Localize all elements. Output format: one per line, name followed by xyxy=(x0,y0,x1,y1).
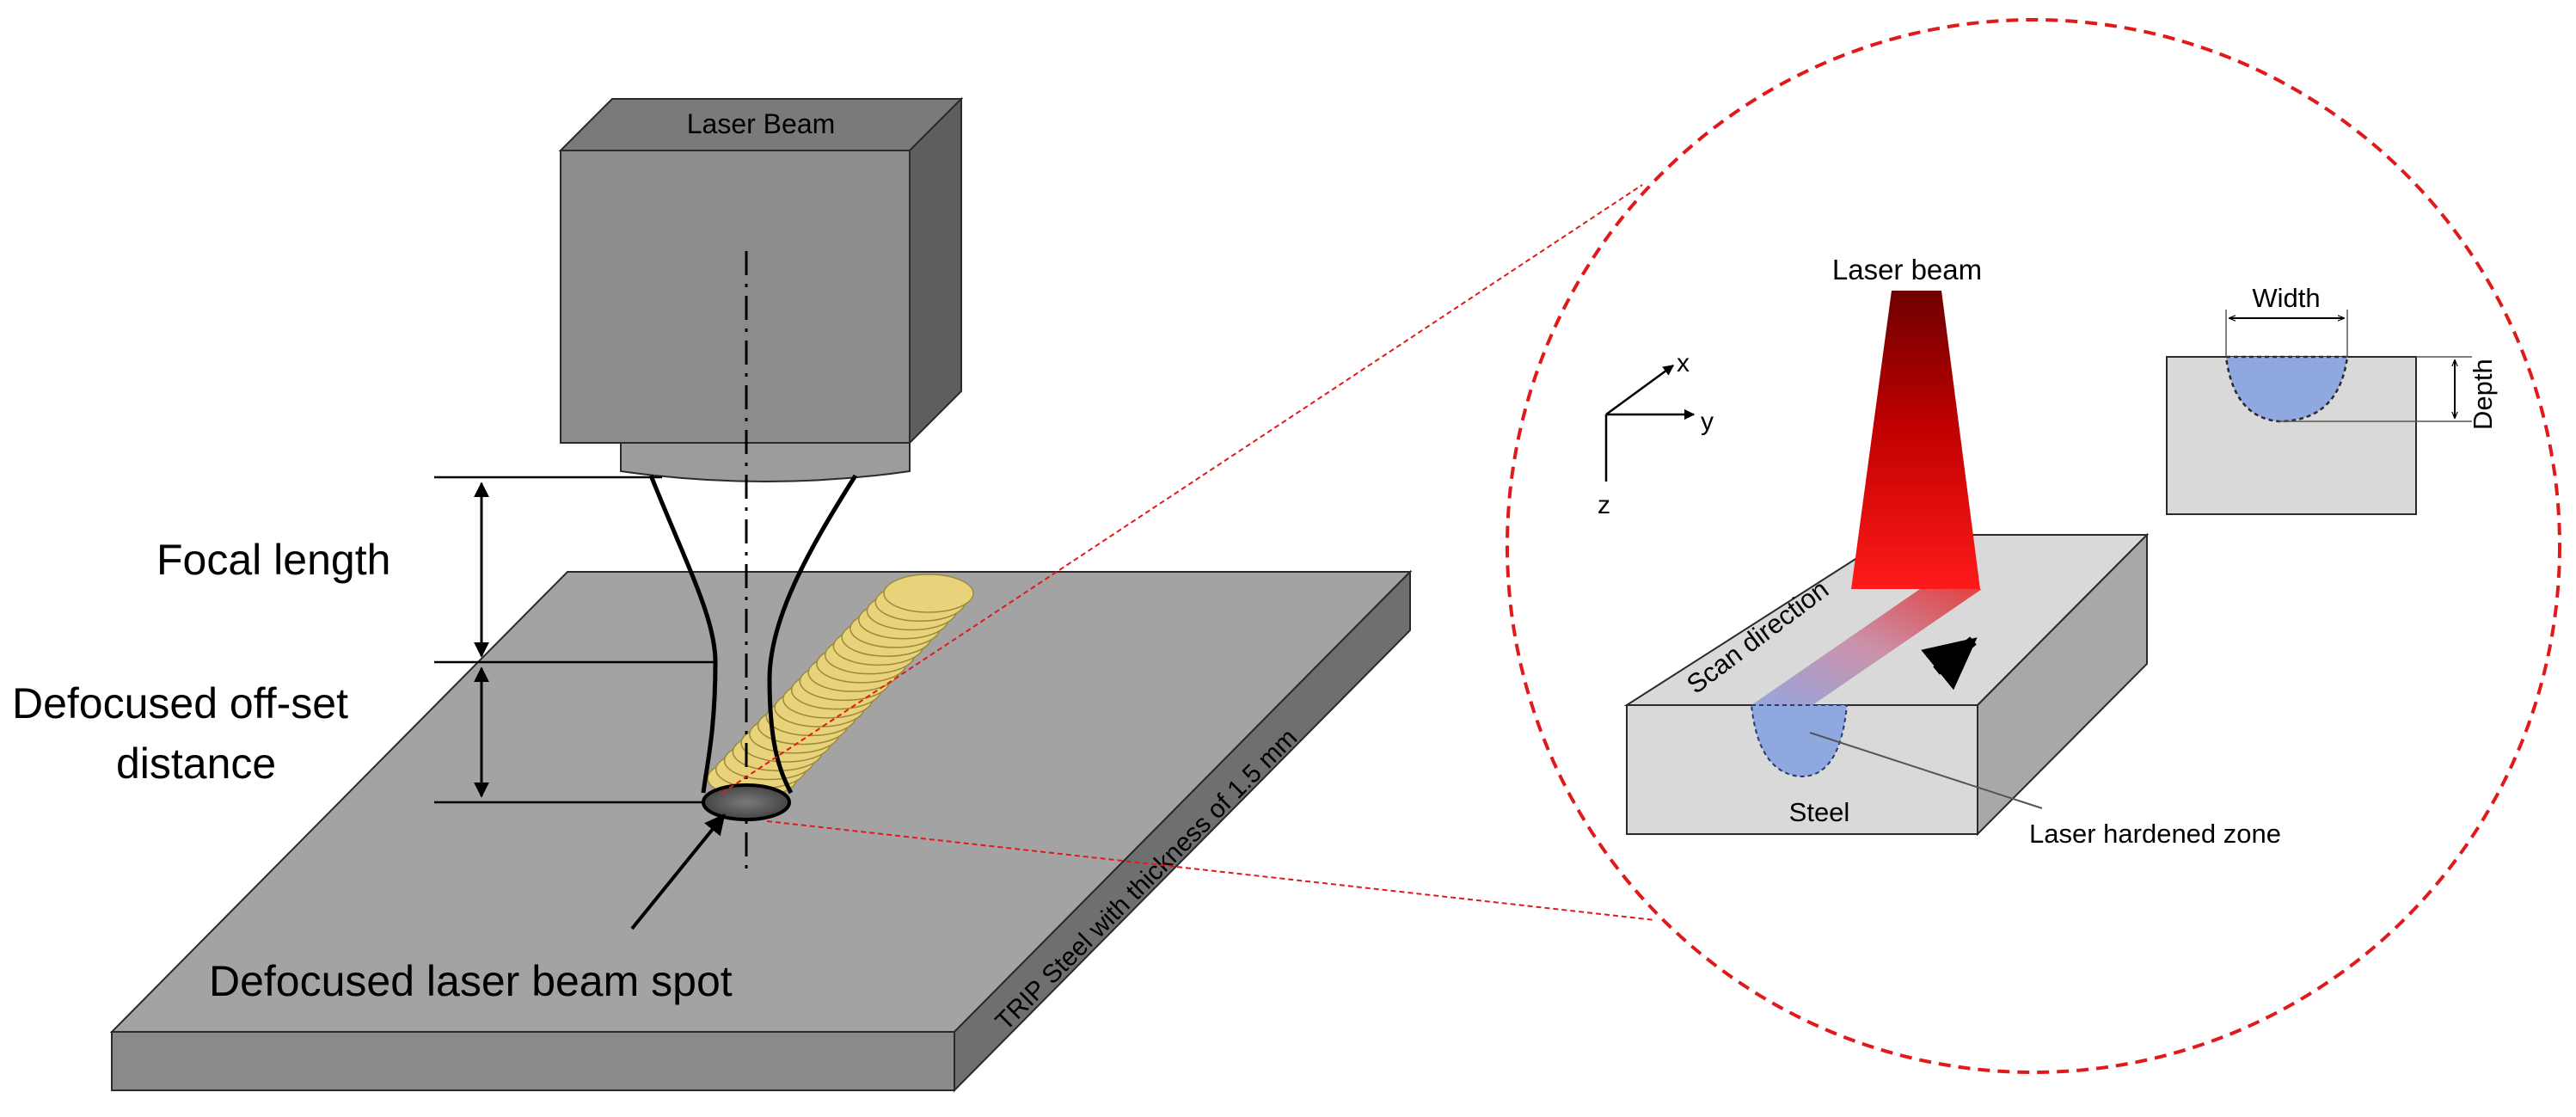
axis-triad: x y z xyxy=(1598,349,1714,519)
zoom-connector-bottom xyxy=(766,820,1656,921)
focal-length-label: Focal length xyxy=(156,536,390,584)
steel-label: Steel xyxy=(1789,797,1850,827)
axis-x-label: x xyxy=(1677,349,1690,377)
beam-caustic xyxy=(648,474,858,795)
laser-beam-cone xyxy=(1851,291,1980,589)
hardened-zone xyxy=(1750,704,1849,778)
axis-z-label: z xyxy=(1598,491,1610,519)
laser-head: Laser Beam xyxy=(558,96,964,482)
laser-head-side xyxy=(909,96,962,445)
offset-distance-label-line2: distance xyxy=(116,740,276,788)
depth-label: Depth xyxy=(2468,359,2498,430)
track-disc xyxy=(883,574,974,613)
block-side-face xyxy=(1977,532,2148,837)
scan-track xyxy=(1751,589,1982,705)
lens-collar xyxy=(620,442,911,482)
spot-label: Defocused laser beam spot xyxy=(209,957,733,1005)
cross-section-inset: Width Depth xyxy=(2166,283,2498,515)
plate-side-face xyxy=(954,569,1411,1093)
hardened-zone-leader xyxy=(1809,732,2043,809)
laser-head-front xyxy=(560,150,911,444)
width-label: Width xyxy=(2252,283,2320,313)
defocused-spot xyxy=(702,783,791,821)
zoom-connector-top xyxy=(721,184,1643,794)
steel-plate xyxy=(109,569,1413,1093)
spot-pointer-arrow xyxy=(630,813,726,930)
offset-distance-label-line1: Defocused off-set xyxy=(12,679,348,727)
laser-beam-label: Laser beam xyxy=(1832,254,1982,285)
hardened-zone-label: Laser hardened zone xyxy=(2029,819,2281,849)
axis-y-label: y xyxy=(1701,408,1714,436)
laser-head-label: Laser Beam xyxy=(687,108,836,139)
scan-direction-arrow xyxy=(1921,636,1978,690)
plate-front-face xyxy=(111,1031,955,1091)
dimension-lines xyxy=(434,476,715,804)
